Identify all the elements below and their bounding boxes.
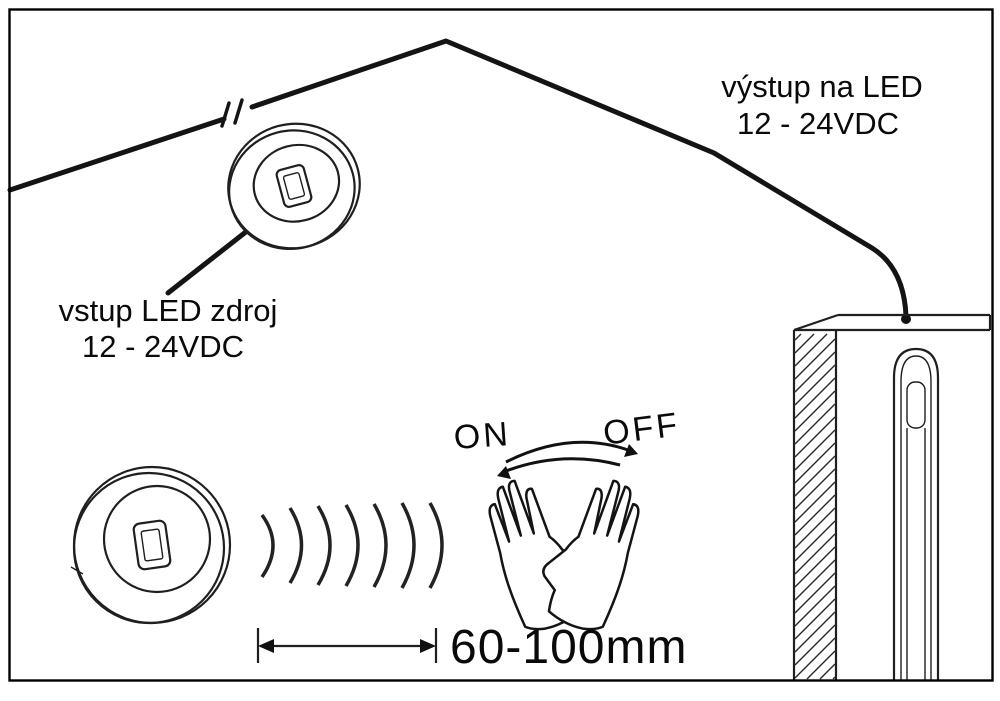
- label-input-2: 12 - 24VDC: [82, 329, 244, 364]
- sensor-top-icon: [227, 122, 361, 251]
- output-wire: [249, 38, 909, 319]
- wave-arcs-icon: [260, 502, 444, 589]
- gesture-arrow-right-icon: [505, 440, 638, 464]
- input-wire: [7, 116, 250, 296]
- wire-break-icon: [220, 98, 244, 128]
- label-distance: 60-100mm: [450, 621, 687, 674]
- frame-border: [8, 8, 994, 682]
- label-off: OFF: [601, 406, 682, 453]
- label-output-2: 12 - 24VDC: [737, 106, 899, 141]
- sensor-front-icon: [70, 465, 232, 625]
- dimension-arrow: [256, 628, 438, 663]
- wall-section: [792, 313, 992, 680]
- label-output-1: výstup na LED: [721, 69, 923, 104]
- led-profile-icon: [892, 347, 940, 680]
- wire-connection-dot: [901, 314, 911, 324]
- wall-hatching: [794, 333, 836, 680]
- gesture-arrow-left-icon: [497, 457, 621, 479]
- label-on: ON: [452, 415, 512, 457]
- hand-right-icon: [542, 479, 640, 631]
- label-input-1: vstup LED zdroj: [59, 293, 278, 328]
